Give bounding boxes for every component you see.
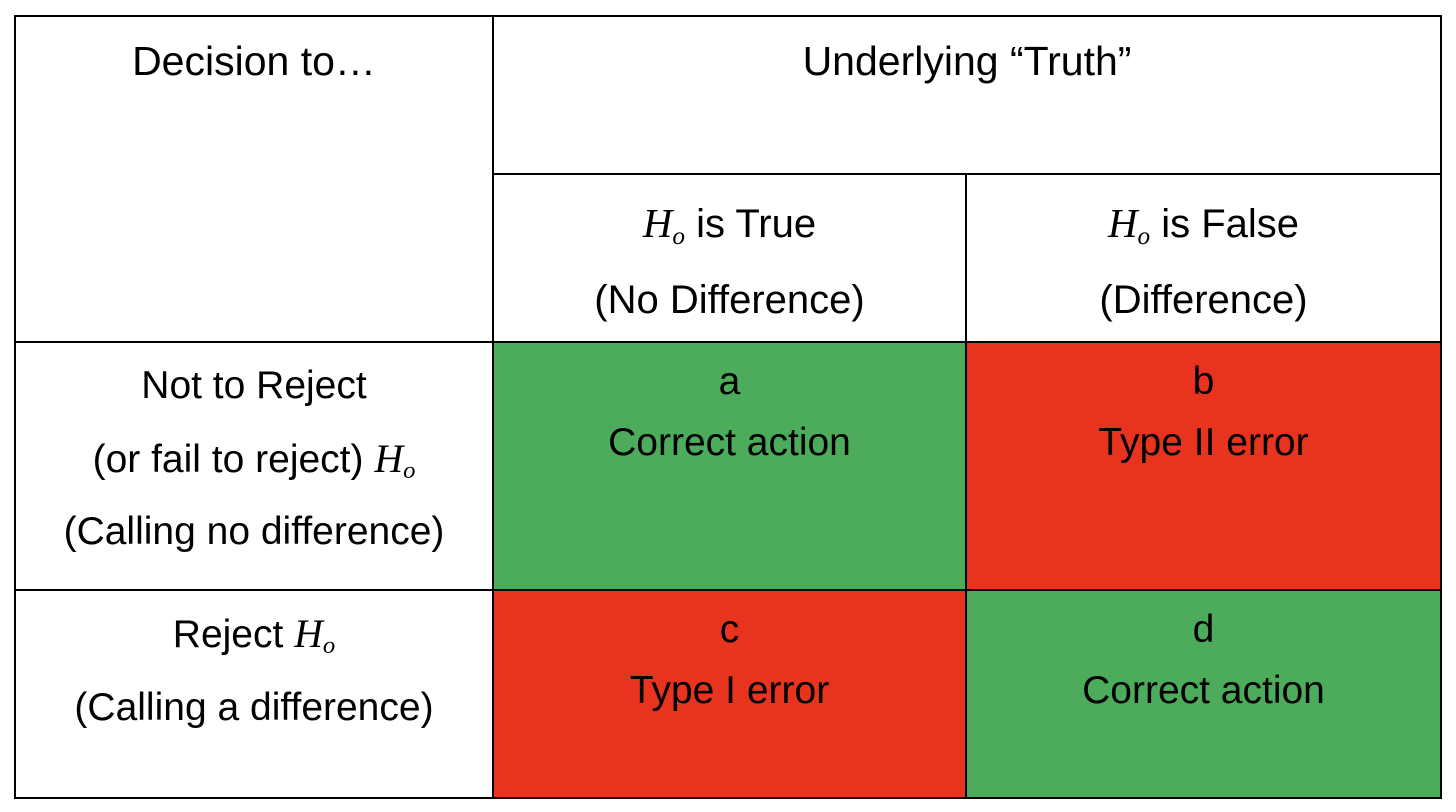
decision-matrix-table: Decision to… Underlying “Truth” Ho is Tr…: [14, 15, 1442, 799]
row-label-line-1: Reject Ho: [16, 609, 492, 661]
h-null-symbol: Ho: [374, 436, 416, 485]
table-header-row-main: Decision to… Underlying “Truth”: [14, 15, 1442, 343]
table-row: Reject Ho (Calling a difference) c Type …: [14, 589, 1442, 799]
cell-c-outcome: Type I error: [629, 668, 830, 712]
row-label-line-2: (Calling a difference): [74, 685, 434, 729]
cell-a-outcome: Correct action: [608, 420, 851, 464]
row-label-line-3: (Calling no difference): [63, 510, 445, 554]
cell-c-block: c Type I error: [494, 591, 965, 716]
table-row: Not to Reject (or fail to reject) Ho (Ca…: [14, 341, 1442, 591]
h-letter: H: [1107, 201, 1138, 246]
cell-a-letter: a: [718, 360, 741, 403]
cell-d-correct-action: d Correct action: [965, 589, 1442, 799]
cell-b-type-ii-error: b Type II error: [965, 341, 1442, 591]
cell-d-block: d Correct action: [967, 591, 1440, 716]
ho-false-rest: is False: [1150, 202, 1300, 246]
ho-false-block: Ho is False (Difference): [967, 175, 1440, 326]
cell-d-letter: d: [1192, 608, 1215, 651]
cell-c-type-i-error: c Type I error: [492, 589, 967, 799]
row-label-not-to-reject: Not to Reject (or fail to reject) Ho (Ca…: [14, 341, 494, 591]
underlying-truth-label: Underlying “Truth”: [802, 38, 1132, 84]
row-label-line-1: Not to Reject: [141, 364, 367, 407]
cell-a-block: a Correct action: [494, 343, 965, 468]
header-cell-ho-true: Ho is True (No Difference): [492, 173, 967, 343]
row-label-line-2: (or fail to reject) Ho: [16, 434, 492, 486]
ho-true-block: Ho is True (No Difference): [494, 175, 965, 326]
cell-b-block: b Type II error: [967, 343, 1440, 468]
decision-header-label: Decision to…: [132, 38, 376, 84]
h-null-symbol: Ho: [642, 201, 685, 250]
row-label-reject: Reject Ho (Calling a difference): [14, 589, 494, 799]
h-letter: H: [294, 612, 323, 656]
cell-d-outcome: Correct action: [1082, 668, 1325, 712]
ho-false-line: Ho is False: [967, 197, 1440, 250]
h-letter: H: [374, 436, 404, 481]
ho-true-line: Ho is True: [494, 197, 965, 250]
ho-true-rest: is True: [684, 202, 817, 246]
table-header-row-sub: Ho is True (No Difference) Ho is False (…: [15, 173, 1442, 343]
header-cell-ho-false: Ho is False (Difference): [965, 173, 1442, 343]
h-null-symbol: Ho: [294, 612, 336, 660]
h-subscript: o: [322, 632, 336, 660]
ho-false-detail: (Difference): [1099, 278, 1308, 323]
row-label-block: Not to Reject (or fail to reject) Ho (Ca…: [16, 343, 492, 558]
cell-a-correct-action: a Correct action: [492, 341, 967, 591]
cell-c-letter: c: [719, 608, 740, 651]
ho-true-detail: (No Difference): [594, 278, 865, 323]
row-label-block: Reject Ho (Calling a difference): [16, 591, 492, 733]
h-letter: H: [642, 201, 673, 246]
h-subscript: o: [672, 221, 685, 250]
h-subscript: o: [403, 457, 416, 485]
h-subscript: o: [1137, 221, 1151, 250]
row-label-prefix: (or fail to reject): [92, 437, 375, 481]
h-null-symbol: Ho: [1107, 201, 1150, 250]
cell-b-letter: b: [1192, 360, 1215, 403]
header-cell-underlying-truth: Underlying “Truth”: [492, 15, 1442, 175]
row-label-prefix: Reject: [172, 613, 295, 656]
cell-b-outcome: Type II error: [1098, 420, 1309, 464]
header-cell-decision: Decision to…: [14, 15, 494, 343]
